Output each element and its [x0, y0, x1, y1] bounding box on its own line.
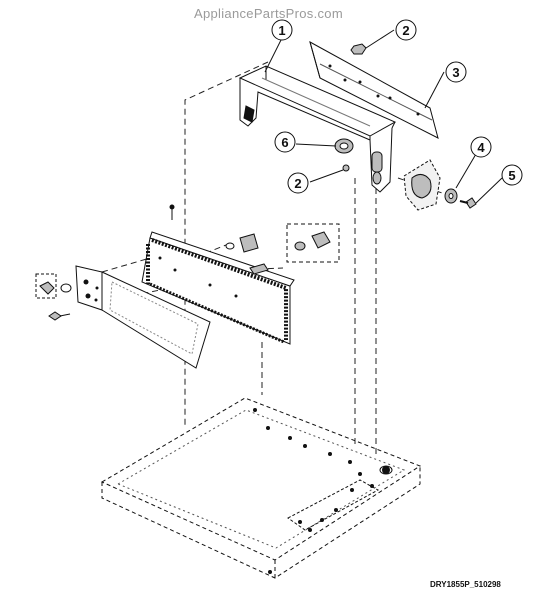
- console-overlay: [75, 265, 211, 369]
- callout-4-label: 4: [477, 140, 485, 155]
- timer-switch: [286, 223, 340, 263]
- washer: [444, 188, 458, 204]
- callout-1: 1: [271, 19, 293, 41]
- callout-2-top: 2: [395, 19, 417, 41]
- callout-6: 6: [274, 131, 296, 153]
- switch-center: [225, 233, 259, 253]
- bolt: [459, 197, 477, 209]
- rear-mounting-plate: [309, 40, 439, 139]
- callout-2b-label: 2: [294, 176, 301, 191]
- side-bracket: [403, 159, 441, 211]
- callout-3-label: 3: [452, 65, 459, 80]
- callout-6-label: 6: [281, 135, 288, 150]
- hex-nut-top: [350, 43, 367, 55]
- screw-lower-left: [48, 311, 71, 321]
- drawing-code: DRY1855P_510298: [430, 580, 501, 589]
- push-switch-small: [35, 273, 72, 299]
- cabinet-top-panel: [100, 397, 422, 579]
- watermark-text: AppliancePartsPros.com: [194, 6, 343, 21]
- light-socket: [249, 263, 269, 275]
- knob-nut: [334, 138, 354, 154]
- control-panel-bracket: [238, 65, 397, 193]
- callout-2-middle: 2: [287, 172, 309, 194]
- screw-top-console: [169, 204, 175, 220]
- callout-3: 3: [445, 61, 467, 83]
- callout-1-label: 1: [278, 23, 285, 38]
- callout-2a-label: 2: [402, 23, 409, 38]
- screw-small: [342, 164, 350, 172]
- callout-5-label: 5: [508, 168, 515, 183]
- callout-4: 4: [470, 136, 492, 158]
- callout-5: 5: [501, 164, 523, 186]
- callout-leaders: [264, 29, 503, 204]
